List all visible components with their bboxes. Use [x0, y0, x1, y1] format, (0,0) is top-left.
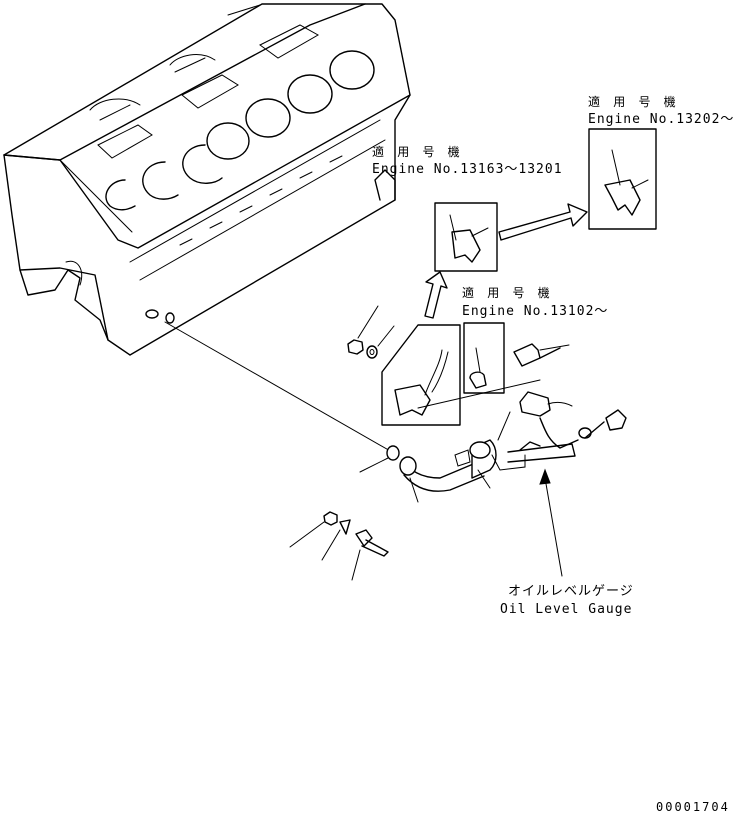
bolt-gauge: [584, 409, 627, 439]
oil-level-gauge: [491, 391, 592, 471]
applicable-label-13202-jp: 適 用 号 機: [588, 94, 679, 109]
figure-number: 00001704: [656, 800, 730, 814]
variant-box-13202: [588, 128, 657, 230]
engine-block: [3, 3, 411, 453]
engine-range-13202: Engine No.13202～: [588, 112, 734, 127]
variant-box-13163: [434, 202, 498, 272]
arrow-13163-to-13202: [498, 203, 588, 241]
part-name-en: Oil Level Gauge: [500, 602, 632, 617]
washer: [366, 325, 395, 359]
engine-range-13163: Engine No.13163～13201: [372, 162, 563, 177]
part-name-jp: オイルレベルゲージ: [508, 584, 634, 599]
bolt-lower: [351, 529, 389, 581]
nut-lower: [289, 511, 338, 548]
engine-range-13102: Engine No.13102～: [462, 304, 608, 319]
bracket-assembly: [381, 324, 461, 426]
applicable-label-13102-jp: 適 用 号 機: [462, 285, 553, 300]
applicable-label-13163-jp: 適 用 号 機: [372, 144, 463, 159]
variant-box-13102: [463, 322, 505, 394]
part-name-leader: [539, 468, 563, 577]
o-ring: [359, 445, 400, 473]
washer-lower: [321, 519, 351, 561]
nut: [347, 305, 379, 355]
arrow-up-to-13163: [424, 271, 448, 319]
bolt-upper: [513, 343, 570, 367]
guide-tube: [399, 439, 497, 503]
